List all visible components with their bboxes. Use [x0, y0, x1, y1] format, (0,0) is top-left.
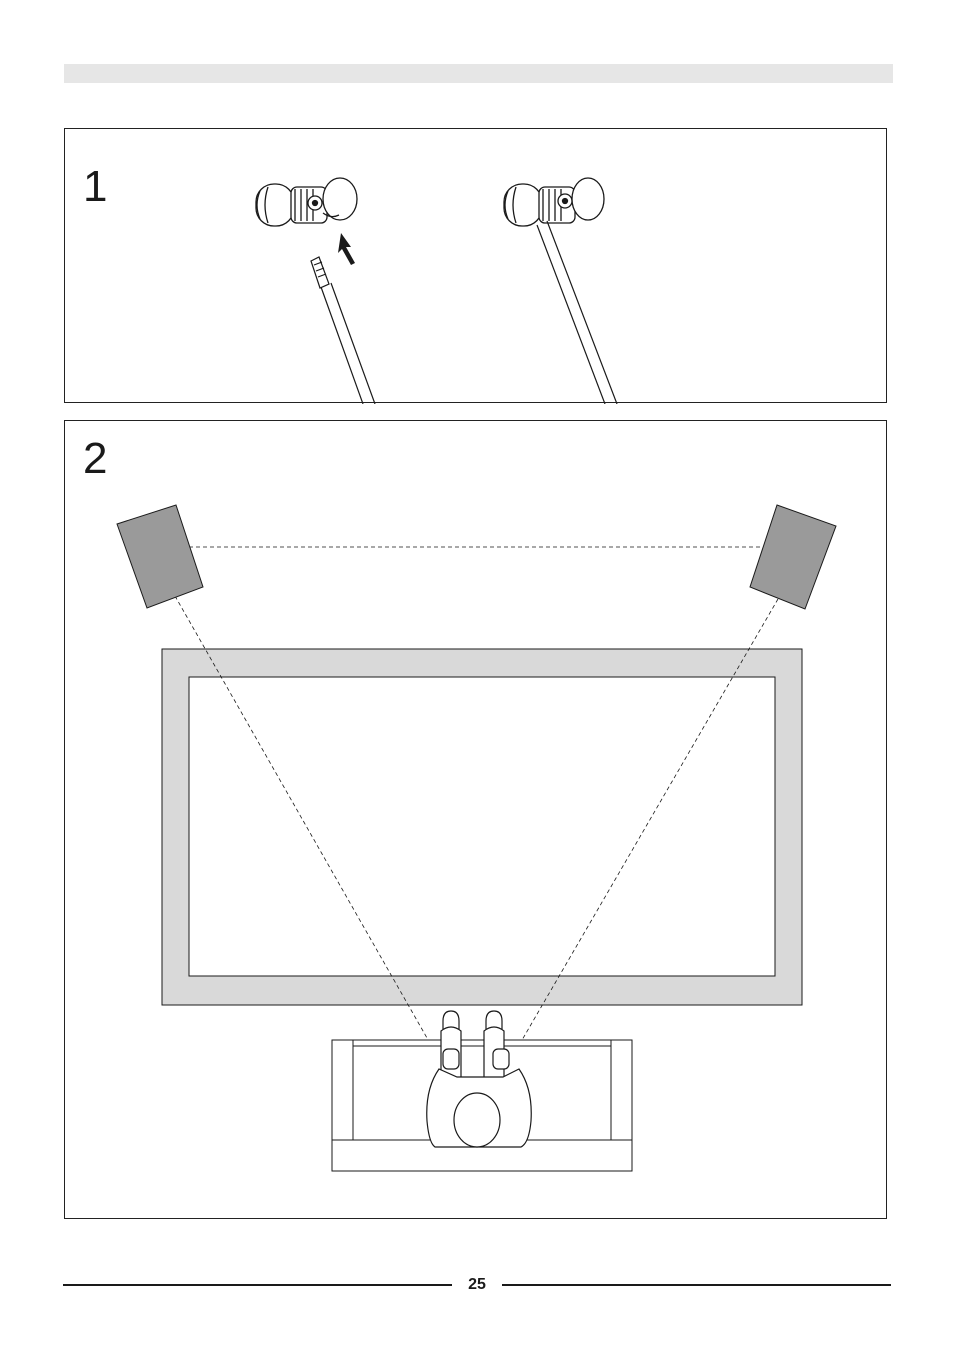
- step-1-panel: 1: [64, 128, 887, 403]
- footer-rule-left: [63, 1284, 452, 1286]
- listener-icon: [427, 1011, 532, 1147]
- insert-arrow-icon: [338, 233, 355, 265]
- header-bar: [64, 64, 893, 83]
- speaker-wire: [311, 257, 375, 404]
- step-2-illustration: [65, 421, 888, 1220]
- speaker-box-icon: [750, 505, 836, 609]
- speaker-box-icon: [117, 505, 203, 608]
- page-number: 25: [452, 1276, 502, 1294]
- tv-screen: [189, 677, 775, 976]
- step-1-illustration: [65, 129, 888, 404]
- speaker-wire-connected: [537, 221, 617, 404]
- speaker-terminal-icon: [256, 178, 357, 226]
- step-2-panel: 2: [64, 420, 887, 1219]
- footer-rule-right: [502, 1284, 891, 1286]
- speaker-terminal-connected-icon: [504, 178, 604, 226]
